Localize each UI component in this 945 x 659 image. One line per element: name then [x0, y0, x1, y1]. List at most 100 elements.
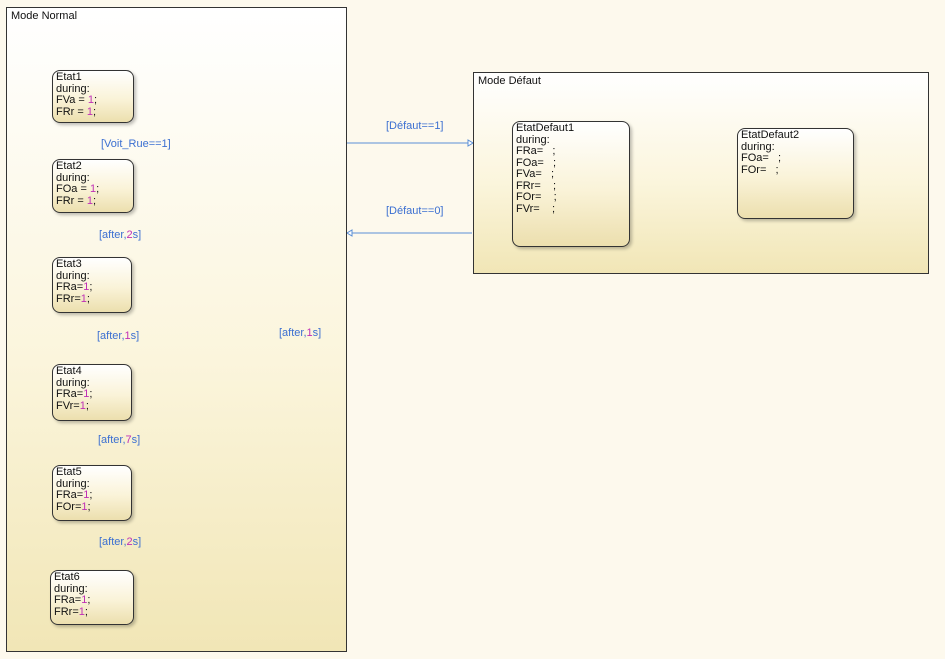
- label-part: [after,: [97, 330, 125, 342]
- label-number: 1: [306, 327, 313, 339]
- state-during: during:: [516, 133, 550, 146]
- state-action: FRr = 1;: [56, 105, 133, 119]
- mode-defaut-title: Mode Défaut: [478, 75, 541, 87]
- action-lhs: FOr=: [56, 500, 82, 513]
- action-value: 1: [81, 594, 88, 606]
- state-action: FVr=1;: [56, 399, 131, 413]
- action-end: ;: [89, 388, 93, 400]
- state-during: during:: [56, 82, 90, 95]
- action-end: ;: [86, 292, 90, 305]
- state-name: EtatDefaut2: [741, 129, 800, 141]
- transition-label-to-defaut[interactable]: [Défaut==1]: [386, 120, 444, 132]
- action-end: ;: [85, 399, 89, 412]
- state-name: Etat1: [56, 71, 82, 83]
- state-action: FRa= ;: [516, 145, 629, 158]
- action-lhs: FOr=: [516, 191, 542, 203]
- action-lhs: FOa=: [741, 152, 769, 164]
- transition-label-etat6-etat1[interactable]: [after,1s]: [279, 327, 321, 339]
- action-value: 1: [83, 281, 90, 293]
- state-name: EtatDefaut1: [516, 122, 575, 134]
- label-part: [after,: [279, 327, 307, 339]
- state-etatdefaut2[interactable]: EtatDefaut2 during: FOa= ; FOr= ;: [737, 128, 854, 219]
- state-etat5[interactable]: Etat5 during: FRa=1; FOr=1;: [52, 465, 132, 521]
- action-end: ;: [539, 202, 556, 215]
- label-part: [after,: [98, 434, 126, 446]
- label-part: s]: [132, 536, 142, 548]
- action-end: ;: [96, 183, 100, 195]
- action-value: 1: [83, 489, 90, 501]
- state-etat2[interactable]: Etat2 during: FOa = 1; FRr = 1;: [52, 159, 134, 213]
- action-lhs: FVr=: [56, 399, 80, 412]
- state-name: Etat6: [54, 571, 80, 583]
- action-lhs: FVa =: [56, 94, 88, 106]
- action-lhs: FRr =: [56, 105, 87, 118]
- transition-label-etat5-etat6[interactable]: [after,2s]: [99, 536, 141, 548]
- label-part: s]: [132, 229, 142, 241]
- state-during: during:: [741, 140, 775, 153]
- state-etatdefaut1[interactable]: EtatDefaut1 during: FRa= ; FOa= ; FVa= ;…: [512, 121, 630, 247]
- mode-normal-title: Mode Normal: [11, 10, 78, 22]
- state-action: FRa=1;: [54, 594, 133, 607]
- action-end: ;: [87, 500, 91, 513]
- action-lhs: FVr=: [516, 202, 540, 215]
- action-end: ;: [93, 105, 97, 118]
- state-etat3[interactable]: Etat3 during: FRa=1; FRr=1;: [52, 257, 132, 313]
- action-value: 1: [86, 194, 93, 207]
- action-end: ;: [89, 489, 93, 501]
- state-name: Etat2: [56, 160, 82, 172]
- state-during: during:: [54, 582, 88, 595]
- state-name: Etat5: [56, 466, 82, 478]
- state-action: FOr= ;: [741, 163, 853, 177]
- state-action: FOr= ;: [516, 191, 629, 204]
- action-end: ;: [768, 152, 782, 164]
- state-action: FRa=1;: [56, 489, 131, 502]
- transition-label-etat3-etat4[interactable]: [after,1s]: [97, 330, 139, 342]
- label-number: 1: [124, 330, 131, 342]
- transition-label-to-normal[interactable]: [Défaut==0]: [386, 205, 444, 217]
- transition-label-etat2-etat3[interactable]: [after,2s]: [99, 229, 141, 241]
- action-value: 1: [79, 399, 86, 412]
- state-action: FRa=1;: [56, 388, 131, 401]
- state-etat6[interactable]: Etat6 during: FRa=1; FRr=1;: [50, 570, 134, 625]
- action-lhs: FRr=: [516, 179, 541, 192]
- action-value: 1: [86, 105, 93, 118]
- action-value: 1: [89, 183, 97, 195]
- label-part: [after,: [99, 229, 127, 241]
- state-action: FVa= ;: [516, 168, 629, 181]
- state-action: FVa = 1;: [56, 94, 133, 107]
- action-end: ;: [541, 191, 557, 203]
- action-lhs: FRa=: [516, 145, 544, 157]
- state-name: Etat3: [56, 258, 82, 270]
- action-end: ;: [543, 145, 556, 157]
- arrowhead-icon: [467, 139, 474, 147]
- state-action: FRr = 1;: [56, 194, 133, 208]
- state-name: Etat4: [56, 365, 82, 377]
- state-action: FRa=1;: [56, 281, 131, 294]
- action-end: ;: [543, 156, 557, 169]
- action-lhs: FRr =: [56, 194, 87, 207]
- action-lhs: FOr=: [741, 163, 767, 176]
- state-action: FRr=1;: [54, 605, 133, 619]
- label-number: 2: [126, 229, 133, 241]
- action-lhs: FOa =: [56, 183, 90, 195]
- state-during: during:: [56, 376, 90, 389]
- action-lhs: FVa=: [516, 168, 542, 180]
- action-end: ;: [540, 179, 557, 192]
- state-action: FOa = 1;: [56, 183, 133, 196]
- label-number: 2: [126, 536, 133, 548]
- action-lhs: FRa=: [54, 594, 82, 606]
- action-lhs: FRr=: [54, 605, 79, 618]
- state-during: during:: [56, 171, 90, 184]
- transition-label-etat4-etat5[interactable]: [after,7s]: [98, 434, 140, 446]
- action-end: ;: [766, 163, 779, 176]
- action-value: 1: [78, 605, 85, 618]
- action-lhs: FRa=: [56, 388, 84, 400]
- action-end: ;: [84, 605, 88, 618]
- state-etat1[interactable]: Etat1 during: FVa = 1; FRr = 1;: [52, 70, 134, 123]
- action-lhs: FRa=: [56, 281, 84, 293]
- action-lhs: FOa=: [516, 156, 544, 169]
- state-action: FOr=1;: [56, 500, 131, 514]
- state-action: FOa= ;: [741, 152, 853, 165]
- state-etat4[interactable]: Etat4 during: FRa=1; FVr=1;: [52, 364, 132, 421]
- transition-label-etat1-etat2[interactable]: [Voit_Rue==1]: [101, 138, 171, 150]
